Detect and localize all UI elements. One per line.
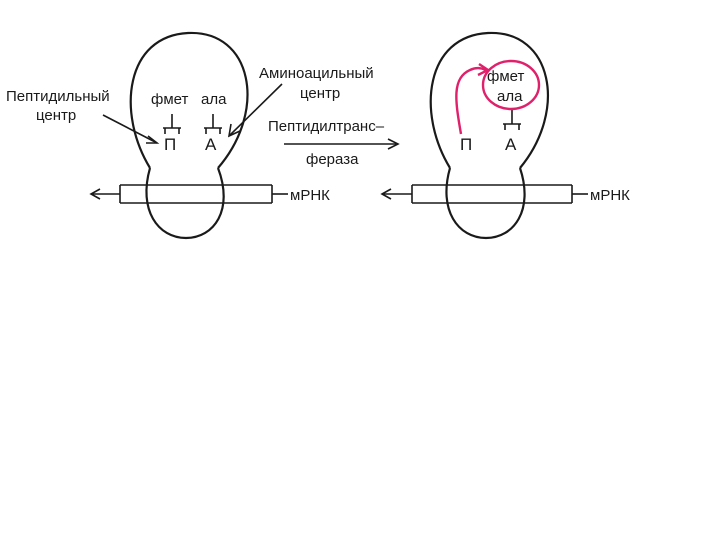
aminoacyl-center-line1: Аминоацильный xyxy=(259,65,374,82)
peptidyl-center-line2: центр xyxy=(36,107,76,124)
right-site-p: П xyxy=(460,135,472,154)
left-trna-a xyxy=(204,114,222,134)
peptidyl-center-line1: Пептидильный xyxy=(6,88,110,105)
right-trna-a xyxy=(503,108,521,130)
left-trna-p xyxy=(163,114,181,134)
peptidyl-pointer-head xyxy=(146,136,157,143)
right-ribosome: фмет ала П А мРНК xyxy=(382,33,630,238)
right-mrna-strand xyxy=(382,185,588,203)
right-aa-ala: ала xyxy=(497,88,523,105)
aminoacyl-center-line2: центр xyxy=(300,85,340,102)
left-site-p: П xyxy=(164,135,176,154)
right-site-a: А xyxy=(505,135,517,154)
enzyme-label-line2: фераза xyxy=(306,151,359,168)
right-aa-fmet: фмет xyxy=(487,68,524,85)
right-mrna-label: мРНК xyxy=(590,187,630,204)
left-large-subunit xyxy=(131,33,248,168)
peptidyl-pointer xyxy=(103,115,157,143)
reaction-arrow: Пептидилтранс– фераза xyxy=(268,118,398,168)
left-aa-fmet: фмет xyxy=(151,91,188,108)
left-aa-ala: ала xyxy=(201,91,227,108)
left-mrna-strand xyxy=(91,185,288,203)
enzyme-label-line1: Пептидилтранс– xyxy=(268,118,385,135)
left-mrna-label: мРНК xyxy=(290,187,330,204)
left-ribosome: фмет ала П А мРНК xyxy=(91,33,330,238)
left-site-a: А xyxy=(205,135,217,154)
peptide-transfer-arrow xyxy=(456,68,486,134)
